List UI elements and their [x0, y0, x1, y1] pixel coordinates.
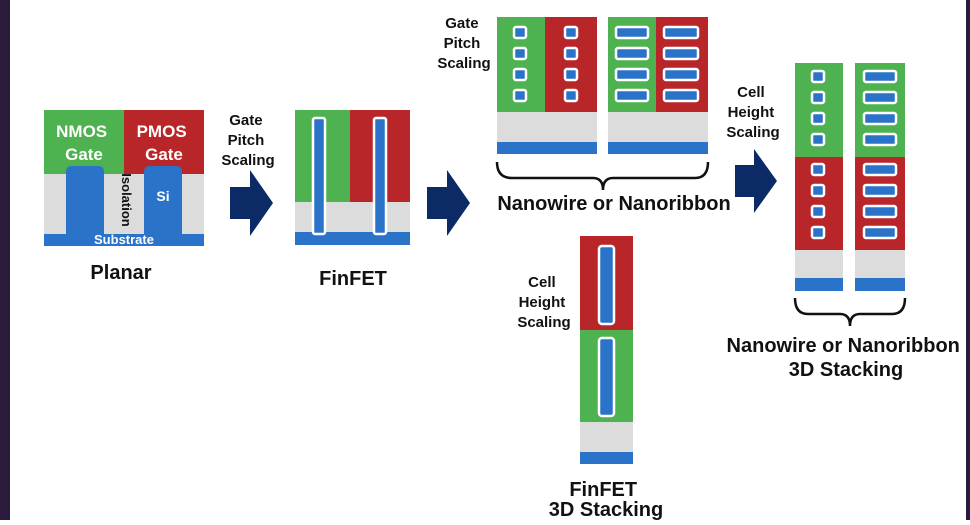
nanoribbon: [662, 67, 700, 82]
planar-device: NMOS Gate PMOS Gate Isolation Si Substra…: [44, 110, 204, 284]
stacked-nanowire: [810, 162, 826, 177]
nanoribbon-channels: [614, 25, 700, 103]
nanowire-brace: [495, 161, 710, 191]
stacked-nanowire: [810, 225, 826, 240]
gate-pitch-scaling-arrow-2: [427, 170, 470, 236]
stacked-nanowire: [810, 204, 826, 219]
stacked-nanoribbon: [862, 183, 898, 198]
nanoribbon: [614, 25, 650, 40]
nanoribbon-substrate: [608, 142, 708, 154]
planar-caption: Planar: [90, 262, 151, 284]
nanowire-caption: Nanowire or Nanoribbon: [497, 193, 730, 215]
nanowire-gate-pitch-label: Gate Pitch Scaling: [437, 15, 490, 72]
nanoribbon: [614, 46, 650, 61]
stack-nanoribbon-isolation: [855, 250, 905, 278]
finfet-3d-caption: FinFET 3D Stacking: [549, 479, 663, 520]
finfet-3d-substrate: [580, 452, 633, 464]
finfet-3d-fin-top: [597, 244, 616, 326]
stacked-nanoribbon: [862, 204, 898, 219]
finfet-3d-isolation: [580, 422, 633, 452]
stacked-nanowire: [810, 69, 826, 84]
pmos-gate-label: PMOS Gate: [137, 122, 192, 164]
nmos-gate-label: NMOS Gate: [56, 122, 112, 164]
nmos-si-channel: [66, 166, 104, 234]
arrow-right-icon: [427, 170, 470, 236]
finfet-caption: FinFET: [319, 268, 387, 290]
finfet-fin-nmos: [311, 116, 327, 236]
nanoribbon: [614, 67, 650, 82]
nanowire: [563, 67, 579, 82]
finfet-3d-stacking-group: Cell Height Scaling FinFET 3D Stacking: [517, 236, 663, 521]
nanowire: [512, 46, 528, 61]
finfet-device: FinFET: [295, 110, 410, 290]
stack-nanowire-substrate: [795, 278, 843, 291]
stacked-nanowire-channels: [810, 69, 826, 240]
nanowire-group: Gate Pitch Scaling Nanowire or Nanoribbo…: [437, 15, 730, 215]
stacked-nanoribbon: [862, 132, 898, 147]
pmos-si-channel: [144, 166, 182, 234]
arrow-right-icon: [230, 170, 273, 236]
stacked-nanoribbon-channels: [862, 69, 898, 240]
gate-pitch-scaling-label-1: Gate Pitch Scaling: [221, 112, 274, 169]
nanoribbon-isolation: [608, 112, 708, 142]
nanowire: [563, 46, 579, 61]
stack-brace: [793, 297, 907, 327]
stacked-nanowire: [810, 90, 826, 105]
nanowire: [563, 88, 579, 103]
substrate-label: Substrate: [94, 232, 154, 247]
nmos-gate-block: [44, 110, 124, 174]
gate-pitch-scaling-arrow-1: Gate Pitch Scaling: [221, 112, 275, 236]
nanowire: [563, 25, 579, 40]
pmos-gate-block: [124, 110, 204, 174]
stacked-nanowire: [810, 183, 826, 198]
nanowire-substrate: [497, 142, 597, 154]
nanoribbon: [614, 88, 650, 103]
cell-height-scaling-arrow: Cell Height Scaling: [726, 84, 780, 213]
stacked-nanowire: [810, 111, 826, 126]
stacked-nanoribbon: [862, 90, 898, 105]
stacked-nanoribbon: [862, 225, 898, 240]
finfet-fin-pmos: [372, 116, 388, 236]
nanowire-3d-stacking-group: Nanowire or Nanoribbon 3D Stacking: [727, 63, 966, 381]
nanowire-isolation: [497, 112, 597, 142]
cell-height-scaling-label: Cell Height Scaling: [726, 84, 779, 141]
nanoribbon: [662, 46, 700, 61]
arrow-right-icon: [735, 149, 777, 213]
si-label: Si: [156, 188, 169, 204]
nanoribbon: [662, 88, 700, 103]
substrate-bar: [44, 234, 204, 246]
nanowire-channels: [512, 25, 579, 103]
stacked-nanoribbon: [862, 111, 898, 126]
stack-nanowire-isolation: [795, 250, 843, 278]
frame-border-left: [0, 0, 10, 520]
stack-nanoribbon-substrate: [855, 278, 905, 291]
frame-border-right: [966, 0, 970, 520]
stacked-nanowire: [810, 132, 826, 147]
isolation-label: Isolation: [119, 173, 134, 227]
finfet-3d-fin-bottom: [597, 336, 616, 418]
stacked-nanoribbon: [862, 69, 898, 84]
nanowire: [512, 67, 528, 82]
nanoribbon: [662, 25, 700, 40]
nanowire: [512, 88, 528, 103]
finfet-3d-cell-height-label: Cell Height Scaling: [517, 274, 570, 331]
nanowire: [512, 25, 528, 40]
nanowire-3d-caption: Nanowire or Nanoribbon 3D Stacking: [727, 335, 966, 381]
stacked-nanoribbon: [862, 162, 898, 177]
